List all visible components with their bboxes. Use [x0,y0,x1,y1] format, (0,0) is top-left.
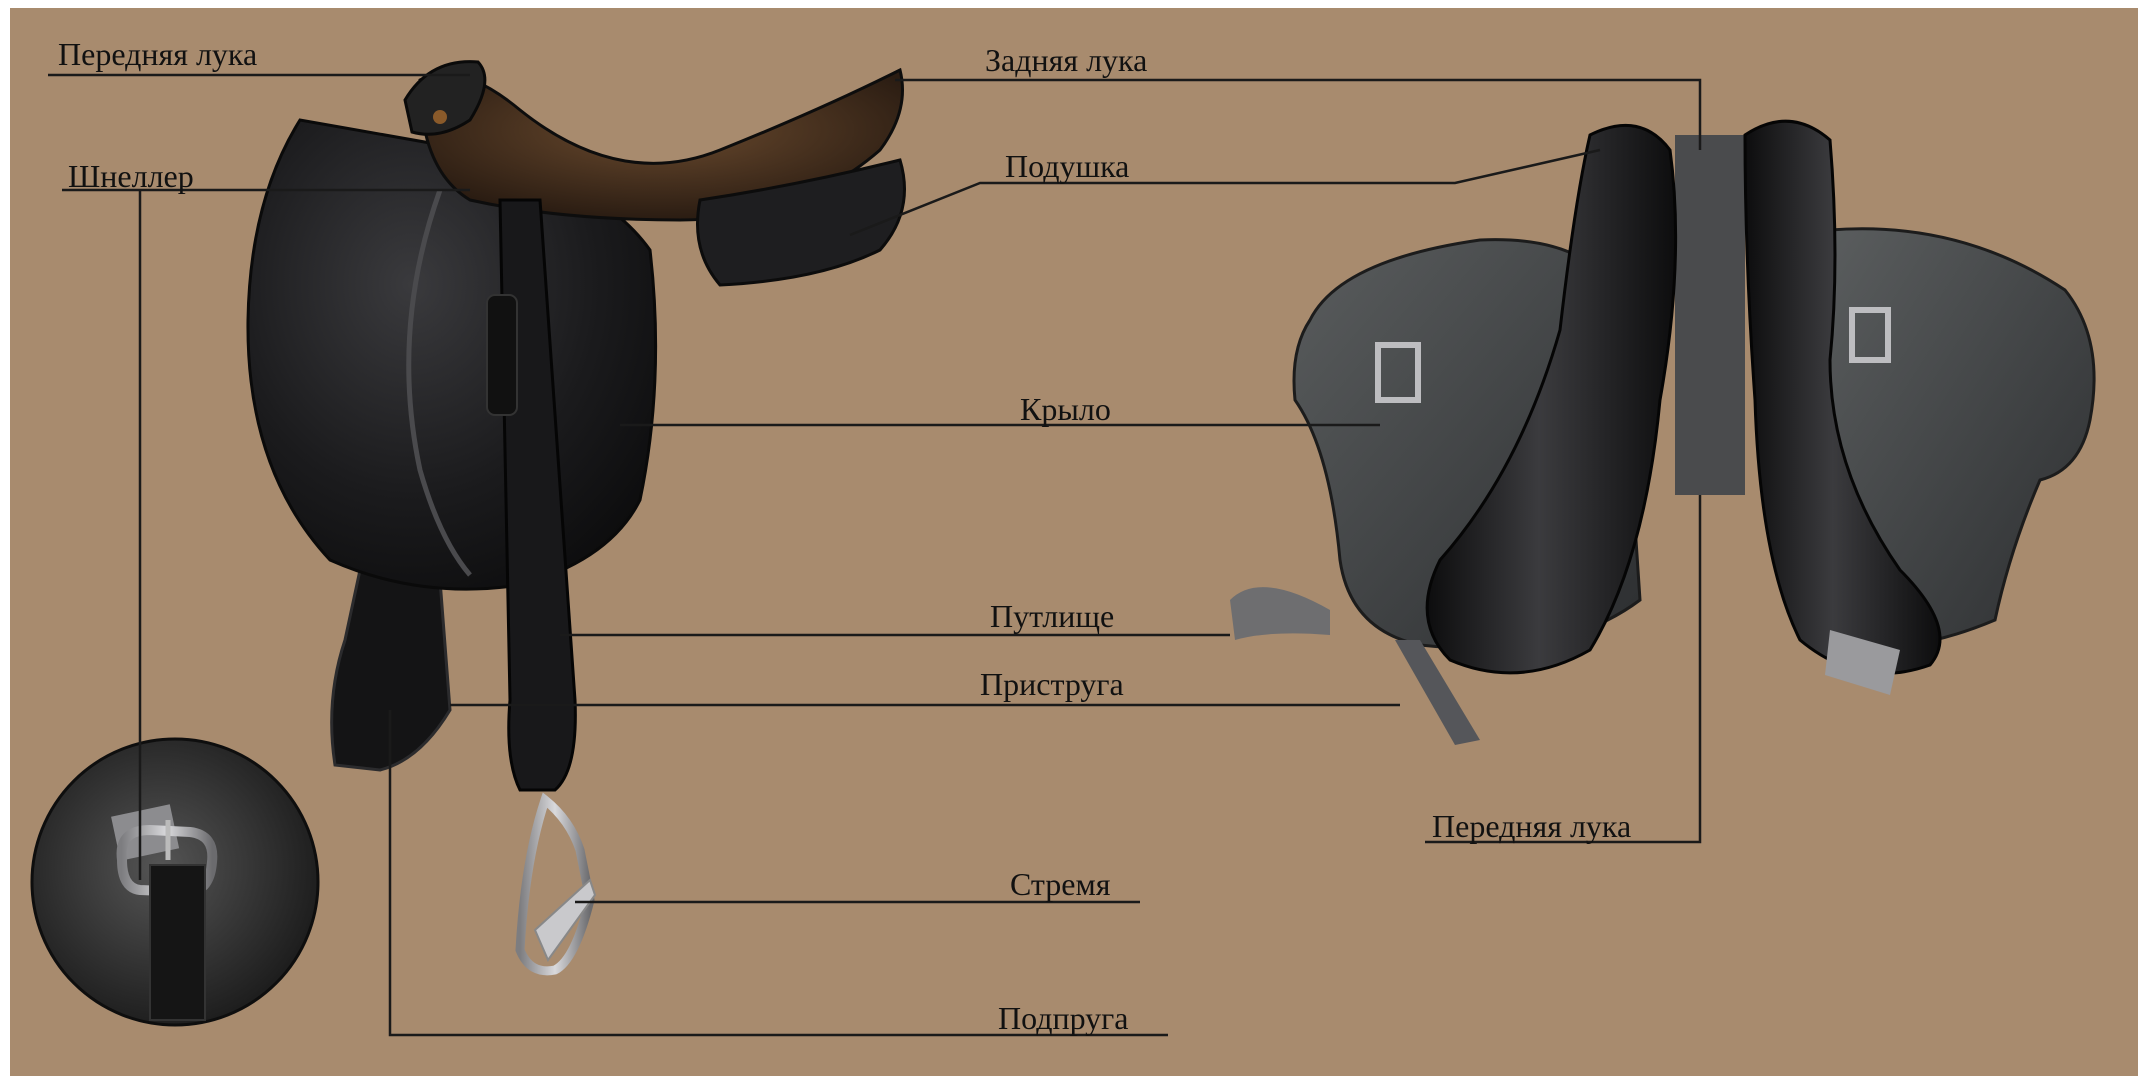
label-panel: Подушка [1005,150,1129,182]
label-front-pommel-left: Передняя лука [58,38,257,70]
saddle-side-view [248,62,905,971]
label-stirrup-leather: Путлище [990,600,1114,632]
keeper-shape [487,295,517,415]
schneller-closeup [32,739,318,1025]
label-schneller: Шнеллер [68,160,194,192]
label-stirrup: Стремя [1010,868,1110,900]
label-front-pommel-bottom: Передняя лука [1432,810,1631,842]
leader-cantle [895,80,1700,150]
label-girth: Подпруга [998,1002,1129,1034]
label-flap: Крыло [1020,393,1111,425]
pommel-rivet [433,110,447,124]
label-girth-strap: Приструга [980,668,1124,700]
leader-panel [850,150,1600,235]
gullet-channel [1675,135,1745,495]
saddle-underside-view [1230,121,2094,745]
underside-strap-left [1230,587,1330,640]
label-cantle: Задняя лука [985,44,1147,76]
